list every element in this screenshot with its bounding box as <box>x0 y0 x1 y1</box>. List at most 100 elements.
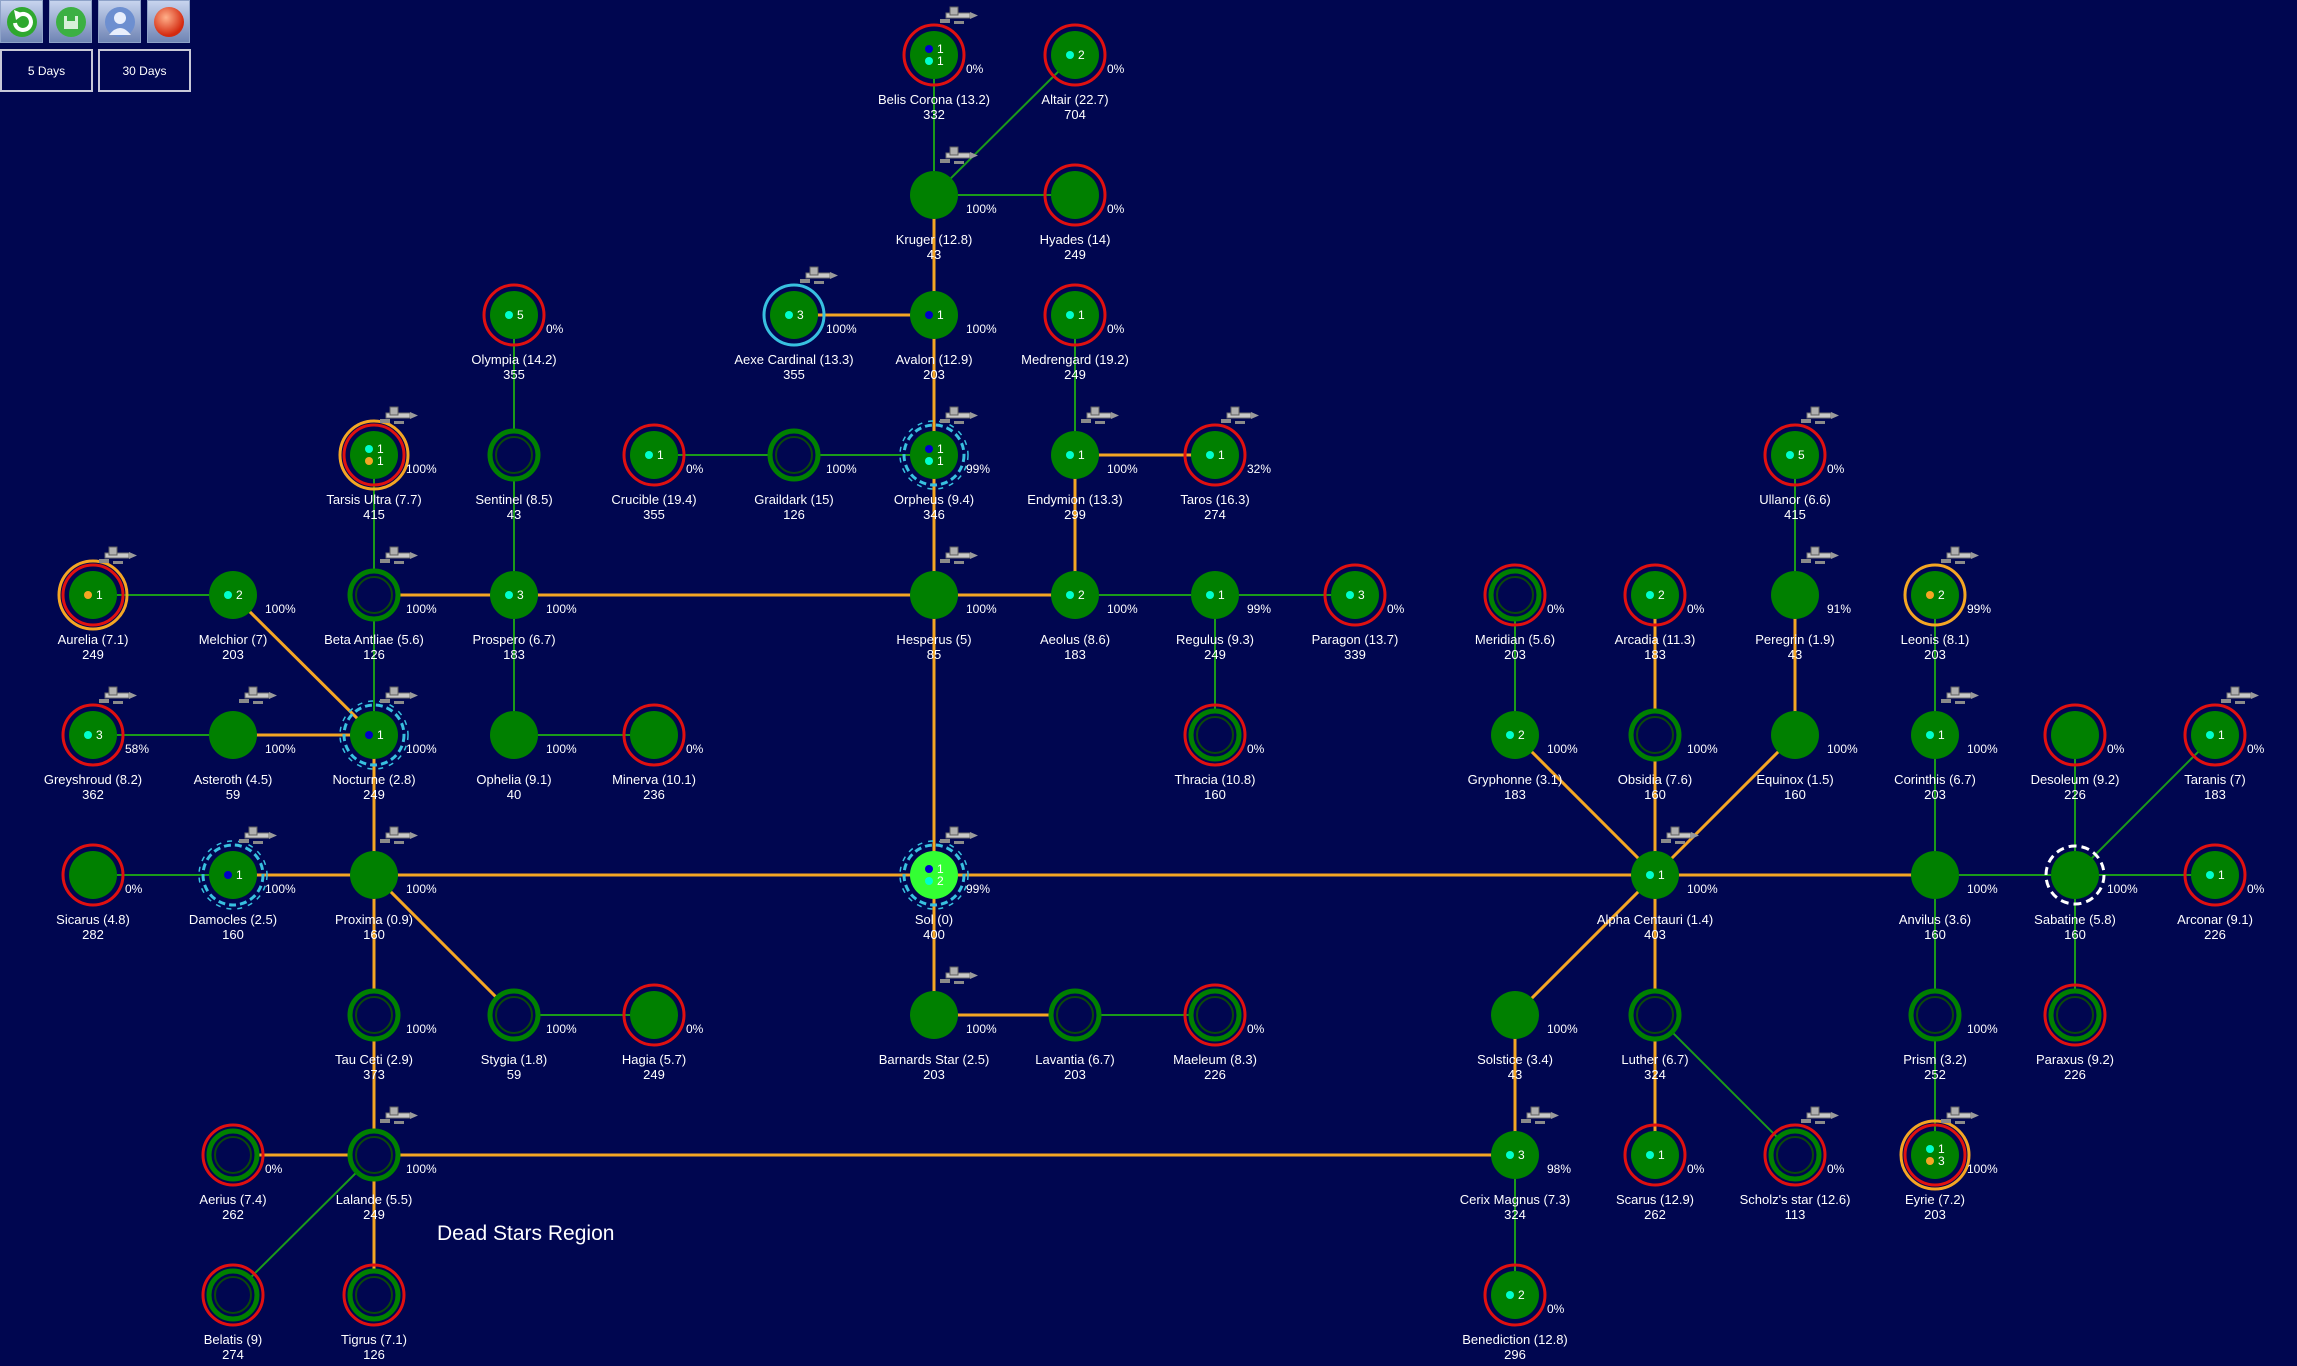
fleet-ship-icon[interactable] <box>940 146 978 164</box>
star-desoleum[interactable] <box>2043 703 2107 767</box>
star-belis[interactable]: 11 <box>902 23 966 87</box>
star-endymion[interactable]: 1 <box>1051 431 1099 479</box>
star-minerva[interactable] <box>622 703 686 767</box>
star-eyrie[interactable]: 13 <box>1899 1119 1971 1191</box>
star-solstice[interactable] <box>1491 991 1539 1039</box>
star-betaantliae[interactable] <box>347 568 401 622</box>
star-paragon[interactable]: 3 <box>1323 563 1387 627</box>
star-asteroth[interactable] <box>209 711 257 759</box>
star-scarus[interactable]: 1 <box>1623 1123 1687 1187</box>
star-avalon[interactable]: 1 <box>910 291 958 339</box>
star-regulus[interactable]: 1 <box>1191 571 1239 619</box>
star-hesperus[interactable] <box>910 571 958 619</box>
star-luther[interactable] <box>1628 988 1682 1042</box>
fleet-ship-icon[interactable] <box>940 826 978 844</box>
fleet-ship-icon[interactable] <box>1081 406 1119 424</box>
star-barnards[interactable] <box>910 991 958 1039</box>
fleet-ship-icon[interactable] <box>380 546 418 564</box>
star-melchior[interactable]: 2 <box>209 571 257 619</box>
star-hagia[interactable] <box>622 983 686 1047</box>
star-sabatine[interactable] <box>2044 844 2106 906</box>
fleet-ship-icon[interactable] <box>940 406 978 424</box>
star-scholz[interactable] <box>1763 1123 1827 1187</box>
fleet-ship-icon[interactable] <box>1941 686 1979 704</box>
fleet-ship-icon[interactable] <box>1801 546 1839 564</box>
star-peregrin[interactable] <box>1771 571 1819 619</box>
star-olympia[interactable]: 5 <box>482 283 546 347</box>
star-arcadia[interactable]: 2 <box>1623 563 1687 627</box>
fleet-ship-icon[interactable] <box>239 686 277 704</box>
range-30-days-button[interactable]: 30 Days <box>98 49 191 92</box>
save-button[interactable] <box>49 0 92 43</box>
fleet-ship-icon[interactable] <box>380 826 418 844</box>
fleet-ship-icon[interactable] <box>800 266 838 284</box>
fleet-ship-icon[interactable] <box>2221 686 2259 704</box>
advisor-button[interactable] <box>98 0 141 43</box>
star-taros[interactable]: 1 <box>1183 423 1247 487</box>
star-aurelia[interactable]: 1 <box>57 559 129 631</box>
star-cerix[interactable]: 3 <box>1491 1131 1539 1179</box>
star-tigrus[interactable] <box>342 1263 406 1327</box>
star-greyshroud[interactable]: 3 <box>61 703 125 767</box>
star-ophelia[interactable] <box>490 711 538 759</box>
star-taranis[interactable]: 1 <box>2183 703 2247 767</box>
fleet-ship-icon[interactable] <box>1801 406 1839 424</box>
star-tarsis[interactable]: 11 <box>338 419 410 491</box>
star-corinthis[interactable]: 1 <box>1911 711 1959 759</box>
star-benediction[interactable]: 2 <box>1483 1263 1547 1327</box>
star-hyades[interactable] <box>1043 163 1107 227</box>
star-equinox[interactable] <box>1771 711 1819 759</box>
star-maeleum[interactable] <box>1183 983 1247 1047</box>
star-aerius[interactable] <box>201 1123 265 1187</box>
star-sentinel[interactable] <box>487 428 541 482</box>
star-stygia[interactable] <box>487 988 541 1042</box>
star-graildark[interactable] <box>767 428 821 482</box>
star-arconar[interactable]: 1 <box>2183 843 2247 907</box>
star-taucet[interactable] <box>347 988 401 1042</box>
fleet-ship-icon[interactable] <box>1801 1106 1839 1124</box>
fleet-ship-icon[interactable] <box>1941 1106 1979 1124</box>
star-ullanor[interactable]: 5 <box>1763 423 1827 487</box>
fleet-ship-icon[interactable] <box>99 686 137 704</box>
star-orpheus[interactable]: 11 <box>899 420 969 490</box>
star-belatis[interactable] <box>201 1263 265 1327</box>
fleet-ship-icon[interactable] <box>940 546 978 564</box>
fleet-ship-icon[interactable] <box>380 1106 418 1124</box>
star-lalande[interactable] <box>347 1128 401 1182</box>
fleet-ship-icon[interactable] <box>1221 406 1259 424</box>
fleet-ship-icon[interactable] <box>940 966 978 984</box>
star-medrengard[interactable]: 1 <box>1043 283 1107 347</box>
range-5-days-button[interactable]: 5 Days <box>0 49 93 92</box>
fleet-ship-icon[interactable] <box>1521 1106 1559 1124</box>
fleet-ship-icon[interactable] <box>99 546 137 564</box>
star-sol[interactable]: 12 <box>899 840 969 910</box>
star-altair[interactable]: 2 <box>1043 23 1107 87</box>
star-anvilus[interactable] <box>1911 851 1959 899</box>
star-lavantia[interactable] <box>1048 988 1102 1042</box>
star-aeolus[interactable]: 2 <box>1051 571 1099 619</box>
star-gryphonne[interactable]: 2 <box>1491 711 1539 759</box>
star-aexe[interactable]: 3 <box>762 283 826 347</box>
star-leonis[interactable]: 2 <box>1903 563 1967 627</box>
star-thracia[interactable] <box>1183 703 1247 767</box>
star-nocturne[interactable]: 1 <box>339 700 409 770</box>
fleet-ship-icon[interactable] <box>380 406 418 424</box>
fleet-ship-icon[interactable] <box>1941 546 1979 564</box>
refresh-button[interactable] <box>0 0 43 43</box>
star-proxima[interactable] <box>350 851 398 899</box>
star-damocles[interactable]: 1 <box>198 840 268 910</box>
star-paraxus[interactable] <box>2043 983 2107 1047</box>
star-kruger[interactable] <box>910 171 958 219</box>
star-meridian[interactable] <box>1483 563 1547 627</box>
star-prospero[interactable]: 3 <box>490 571 538 619</box>
fleet-ship-icon[interactable] <box>940 6 978 24</box>
end-turn-button[interactable] <box>147 0 190 43</box>
star-sicarus[interactable] <box>61 843 125 907</box>
fleet-ship-icon[interactable] <box>239 826 277 844</box>
star-alphacentauri[interactable]: 1 <box>1631 851 1679 899</box>
star-obsidia[interactable] <box>1628 708 1682 762</box>
fleet-ship-icon[interactable] <box>380 686 418 704</box>
star-prism[interactable] <box>1908 988 1962 1042</box>
star-crucible[interactable]: 1 <box>622 423 686 487</box>
